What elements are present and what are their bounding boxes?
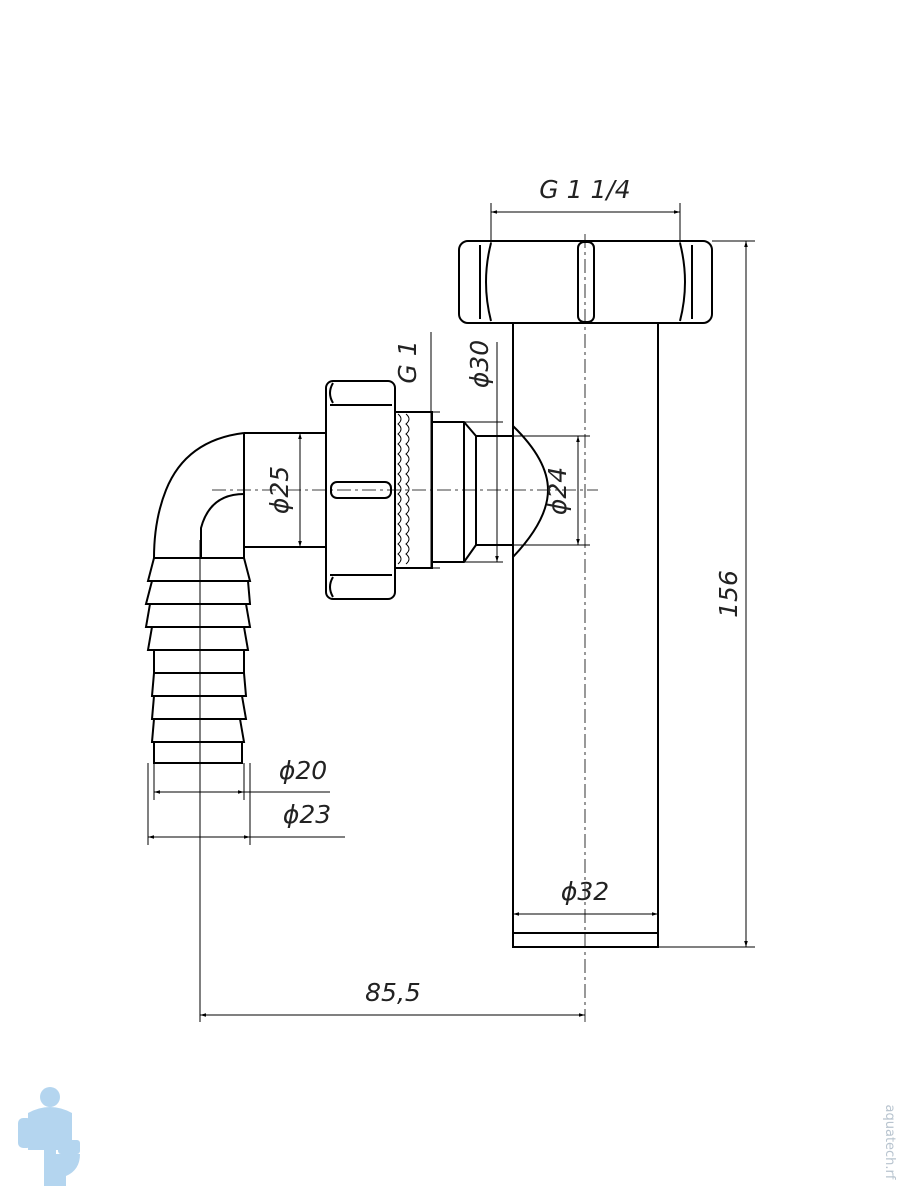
label-156: 156 <box>714 570 743 618</box>
watermark-site-text: aquatech.rf <box>882 1105 897 1180</box>
label-85-5: 85,5 <box>365 978 421 1007</box>
main-pipe <box>512 322 659 948</box>
tee-branch <box>431 421 550 563</box>
label-d32: ϕ32 <box>561 877 609 906</box>
dim-85-5: 85,5 <box>200 978 585 1017</box>
dim-g-1-1-4: G 1 1/4 <box>490 175 681 243</box>
plumber-with-toilet-logo <box>18 1087 80 1186</box>
label-d23: ϕ23 <box>283 800 331 829</box>
dim-d24: ϕ24 <box>513 435 590 546</box>
label-g-1-1-4: G 1 1/4 <box>539 175 630 204</box>
top-nut <box>458 240 713 324</box>
hose-barb <box>144 557 252 764</box>
union-nut <box>325 380 396 600</box>
label-d25: ϕ25 <box>265 466 294 514</box>
label-d20: ϕ20 <box>279 756 327 785</box>
center-lines <box>199 234 598 1022</box>
dim-d32: ϕ32 <box>513 877 658 916</box>
dim-156: 156 <box>658 240 755 948</box>
dim-g-1: G 1 <box>393 332 440 569</box>
dim-d23: ϕ23 <box>147 763 345 845</box>
label-g-1: G 1 <box>393 340 422 383</box>
label-d24: ϕ24 <box>543 467 572 515</box>
label-d30: ϕ30 <box>465 340 494 388</box>
dim-d30: ϕ30 <box>464 340 503 563</box>
dim-d25: ϕ25 <box>265 433 302 547</box>
dim-d20: ϕ20 <box>153 756 330 800</box>
